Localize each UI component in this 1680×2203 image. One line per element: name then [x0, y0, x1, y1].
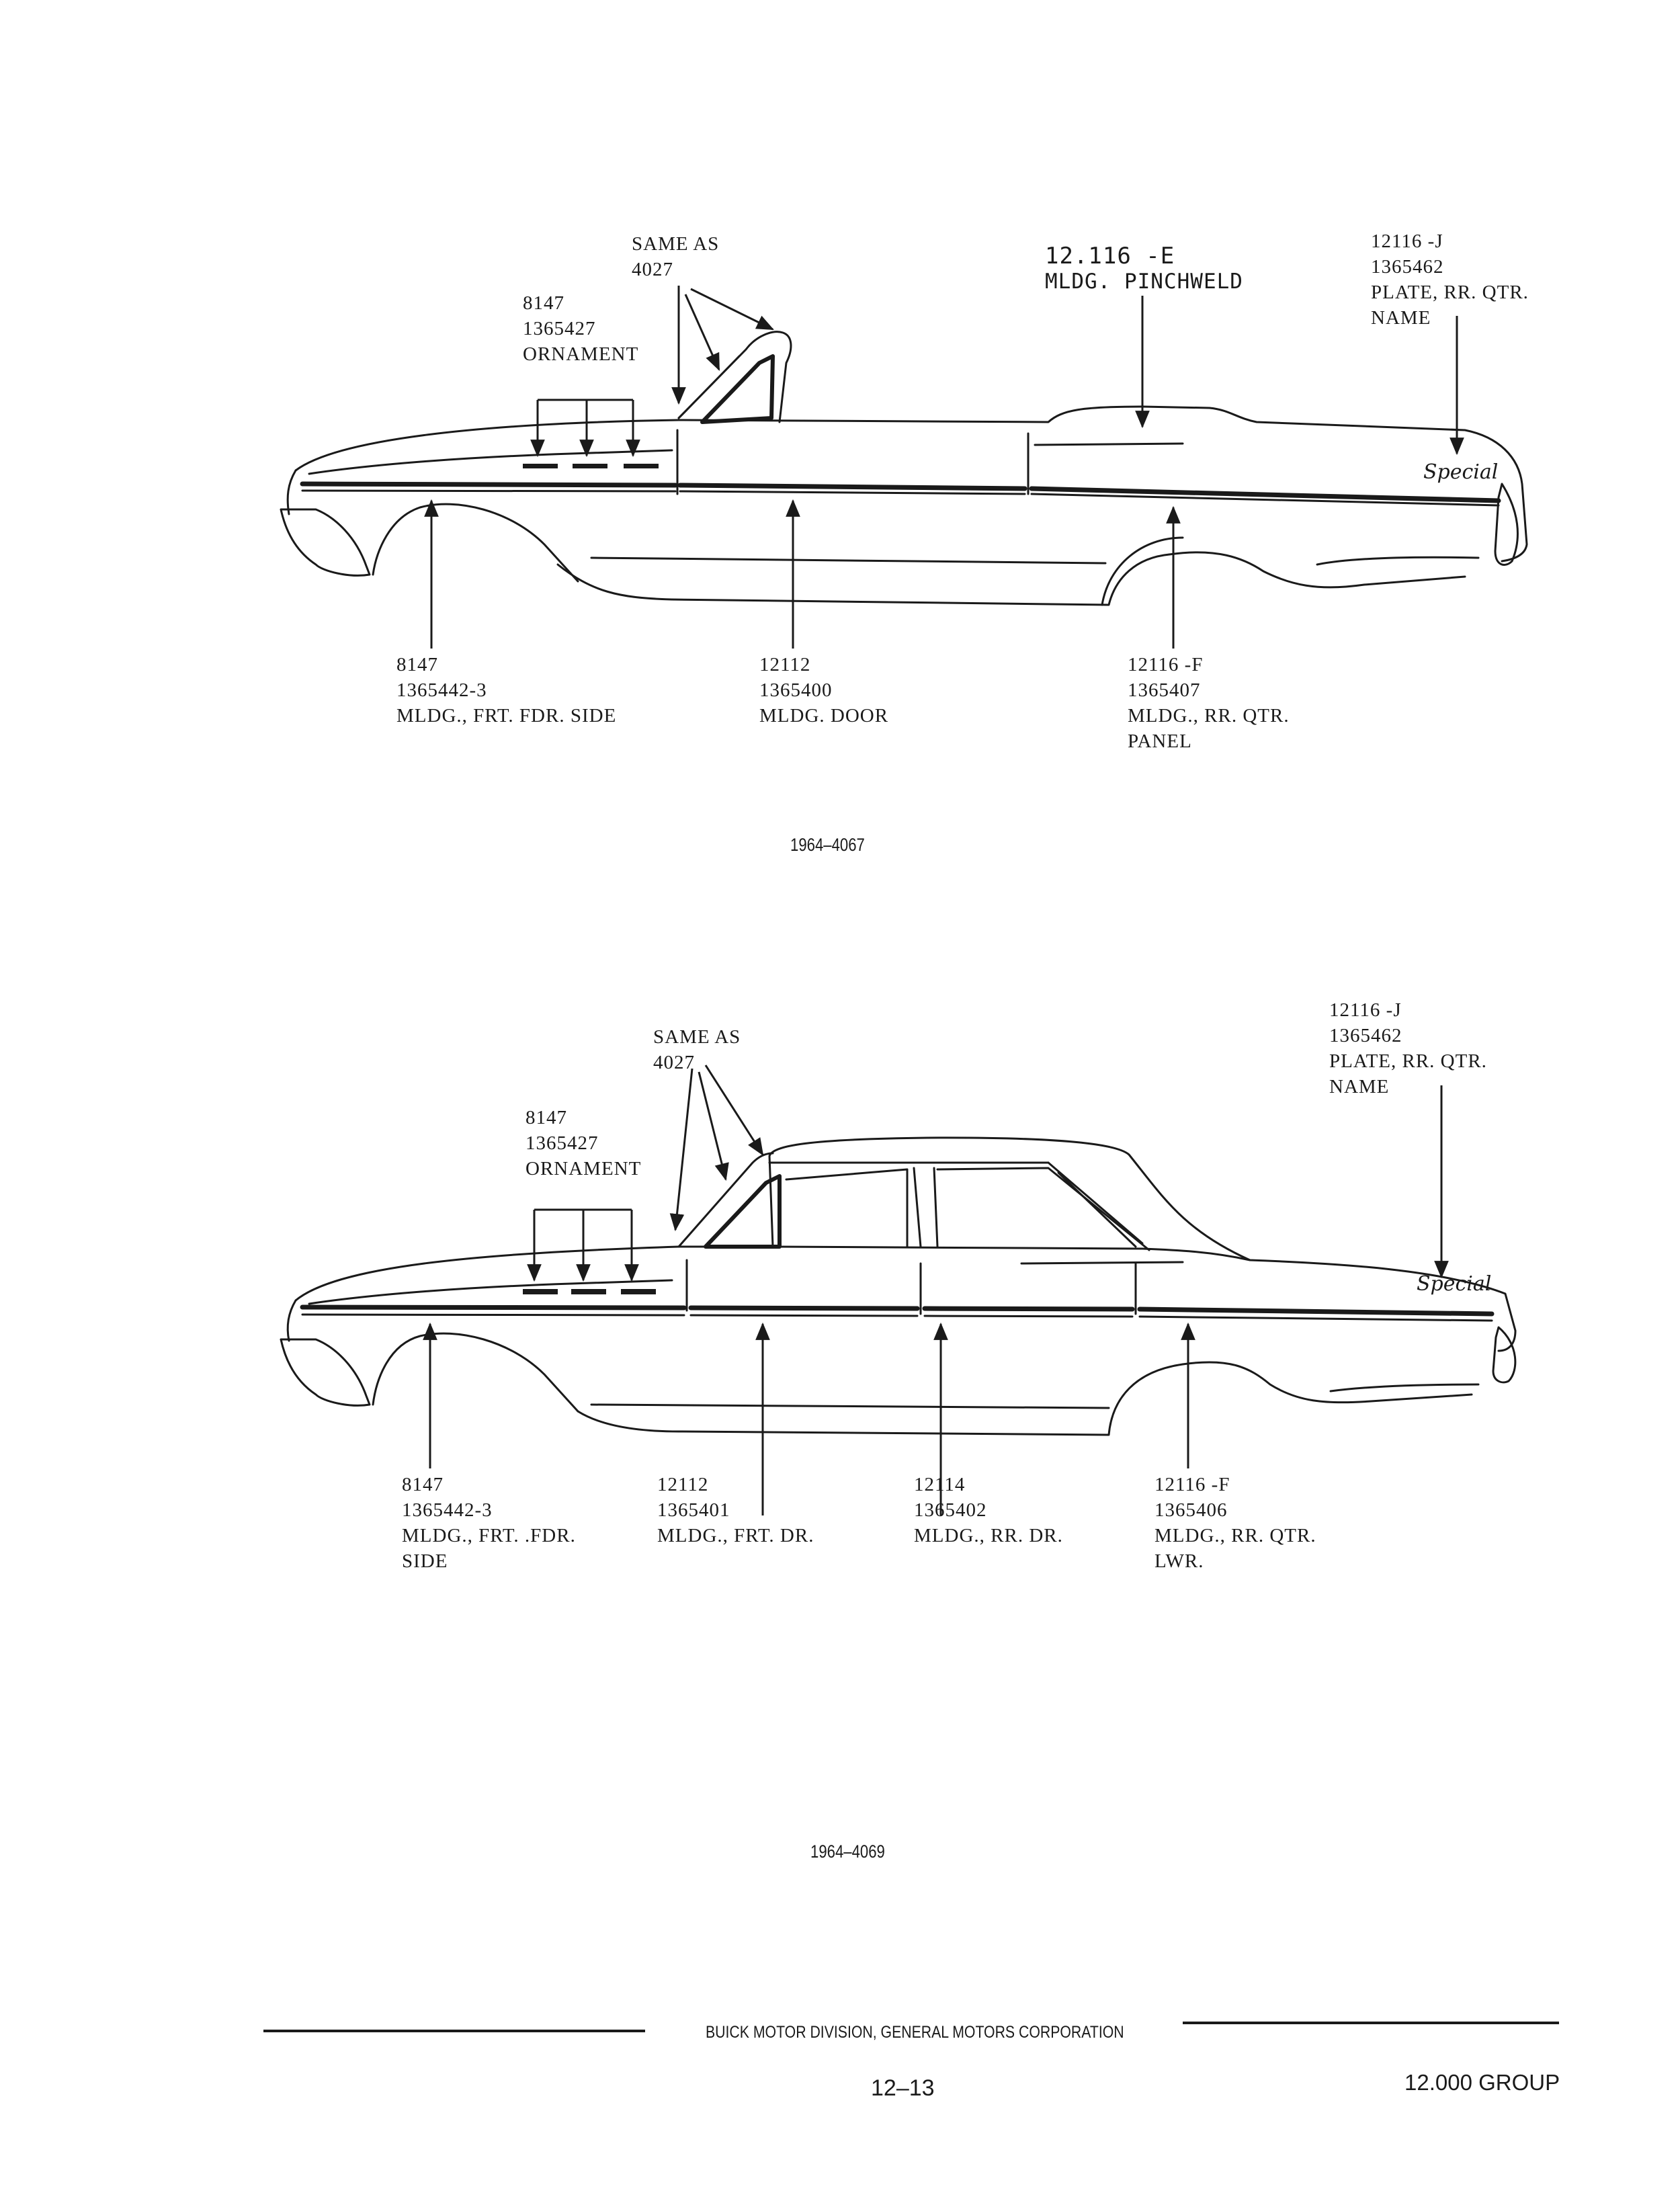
sedan-front-door-callout: 12112 1365401 MLDG., FRT. DR. [657, 1474, 814, 1546]
convertible-ornaments [523, 464, 659, 468]
sedan-name-plate-callout: 12116 -J 1365462 PLATE, RR. QTR. NAME [1329, 999, 1487, 1097]
windshield-callout: SAME AS 4027 [632, 233, 720, 280]
sedan-car-illustration [280, 1136, 1517, 1436]
sedan-rear-door-callout: 12114 1365402 MLDG., RR. DR. [914, 1474, 1063, 1546]
sedan-windshield-callout: SAME AS 4027 [653, 1026, 741, 1073]
convertible-car-illustration [280, 331, 1528, 606]
sedan-callout-leaders [423, 1065, 1449, 1515]
footer-group: 12.000 GROUP [1404, 2070, 1560, 2095]
pinchweld-callout: 12.116 -E MLDG. PINCHWELD [1045, 243, 1243, 294]
convertible-side-moulding [300, 481, 1501, 507]
sedan-rear-quarter-callout: 12116 -F 1365406 MLDG., RR. QTR. LWR. [1154, 1474, 1316, 1572]
footer-rules [263, 2022, 1559, 2032]
bottom-diagram-caption: 1964–4069 [810, 1841, 885, 1862]
footer-page-number: 12–13 [871, 2075, 935, 2101]
sedan-special-script: Special [1417, 1272, 1491, 1296]
sedan-side-moulding [300, 1304, 1495, 1322]
door-callout: 12112 1365400 MLDG. DOOR [759, 654, 889, 726]
sedan-ornament-callout: 8147 1365427 ORNAMENT [526, 1107, 642, 1179]
sedan-ornaments [523, 1289, 656, 1294]
footer-division: BUICK MOTOR DIVISION, GENERAL MOTORS COR… [706, 2023, 1124, 2042]
name-plate-callout: 12116 -J 1365462 PLATE, RR. QTR. NAME [1371, 231, 1529, 329]
sedan-front-fender-callout: 8147 1365442-3 MLDG., FRT. .FDR. SIDE [402, 1474, 576, 1572]
ornament-callout: 8147 1365427 ORNAMENT [523, 292, 639, 365]
convertible-callout-leaders [424, 286, 1464, 649]
front-fender-callout: 8147 1365442-3 MLDG., FRT. FDR. SIDE [396, 654, 617, 726]
top-diagram-caption: 1964–4067 [790, 835, 865, 855]
convertible-special-script: Special [1423, 460, 1498, 484]
rear-quarter-callout: 12116 -F 1365407 MLDG., RR. QTR. PANEL [1128, 654, 1290, 752]
